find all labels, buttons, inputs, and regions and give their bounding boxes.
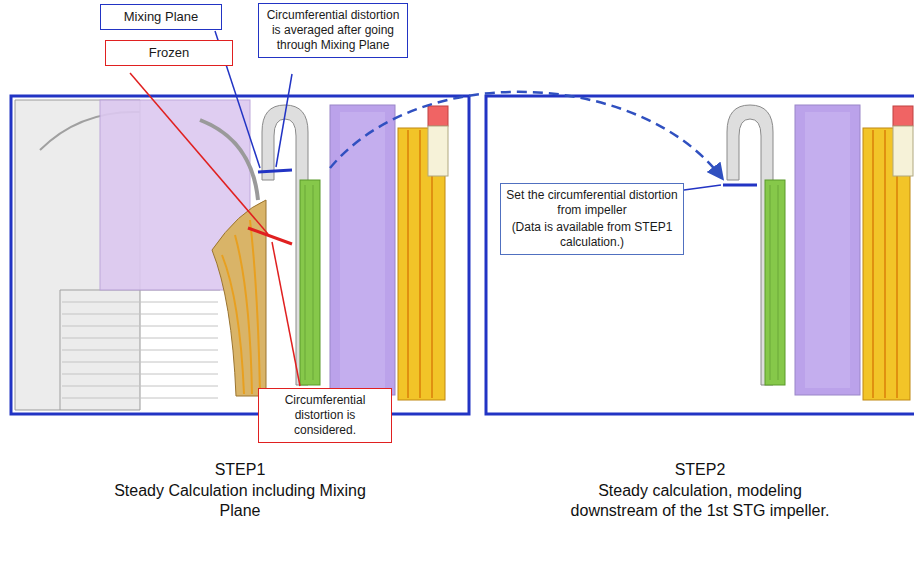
note-text: (Data is available from STEP1 calculatio… [506, 220, 678, 250]
note-text: Circumferential distortion is considered… [264, 393, 386, 438]
step-title: STEP2 [580, 460, 820, 480]
note-text: Set the circumferential distortion from … [506, 188, 678, 218]
step-caption: Steady Calculation including Mixing Plan… [110, 481, 370, 521]
note-box: Circumferential distortion is considered… [258, 388, 392, 443]
transfer-arrow [330, 92, 722, 178]
note-text: Mixing Plane [106, 9, 216, 25]
note-box: Set the circumferential distortion from … [500, 183, 684, 255]
frozen-mark [248, 228, 292, 244]
leader-line [684, 185, 721, 190]
step-caption: Steady calculation, modeling downstream … [570, 481, 830, 521]
leader-line [276, 74, 292, 167]
frozen-box: Frozen [105, 40, 233, 66]
mixing-plane-box: Mixing Plane [100, 4, 222, 30]
step1-frame [11, 96, 469, 414]
step-title: STEP1 [140, 460, 340, 480]
note-text: Circumferential distortion is averaged a… [264, 8, 402, 53]
stage2-illustration [727, 105, 913, 400]
note-box: Circumferential distortion is averaged a… [258, 3, 408, 58]
leader-line [130, 73, 268, 234]
stage1-illustration [15, 100, 448, 410]
mixing-plane-mark [258, 170, 292, 172]
inlet-mark [723, 184, 757, 187]
step2-frame [486, 96, 914, 414]
leader-line [272, 242, 300, 386]
note-text: Frozen [111, 45, 227, 61]
